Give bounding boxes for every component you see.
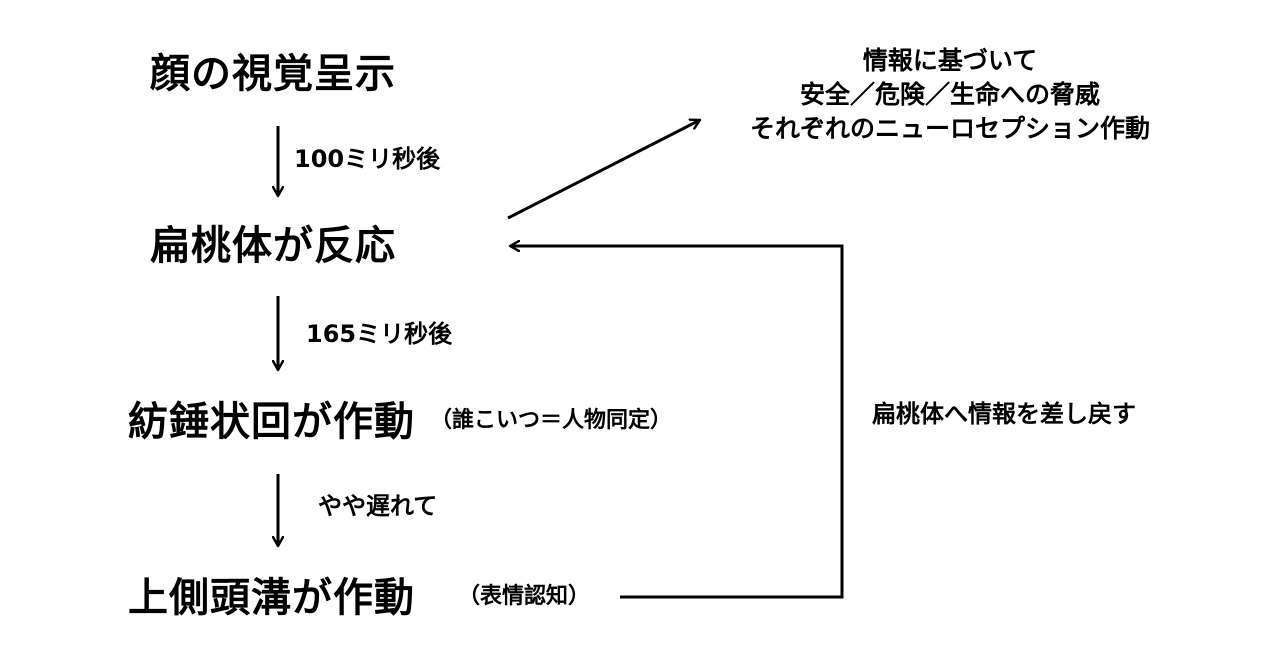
note-person-identification: （誰こいつ＝人物同定） bbox=[430, 408, 673, 433]
neuroception-line-1: 情報に基づいて bbox=[862, 46, 1038, 75]
node-amygdala-response: 扁桃体が反応 bbox=[150, 223, 396, 269]
arrow-feedback-loop bbox=[510, 246, 844, 599]
node-sts: 上側頭溝が作動 bbox=[128, 575, 415, 621]
neuroception-text: 情報に基づいて 安全／危険／生命への脅威 それぞれのニューロセプション作動 bbox=[700, 44, 1200, 146]
neuroception-line-3: それぞれのニューロセプション作動 bbox=[749, 114, 1150, 143]
note-expression-recognition: （表情認知） bbox=[458, 584, 591, 609]
step-after-165ms: 165ミリ秒後 bbox=[306, 320, 453, 348]
node-face-presentation: 顔の視覚呈示 bbox=[150, 51, 396, 97]
neuroception-line-2: 安全／危険／生命への脅威 bbox=[799, 80, 1100, 109]
node-fusiform-gyrus: 紡錘状回が作動 bbox=[128, 399, 415, 445]
step-slightly-later: やや遅れて bbox=[318, 492, 438, 520]
arrow-amygdala-to-neuroception bbox=[507, 120, 700, 220]
step-after-100ms: 100ミリ秒後 bbox=[294, 145, 441, 173]
feedback-label: 扁桃体へ情報を差し戻す bbox=[872, 400, 1136, 428]
